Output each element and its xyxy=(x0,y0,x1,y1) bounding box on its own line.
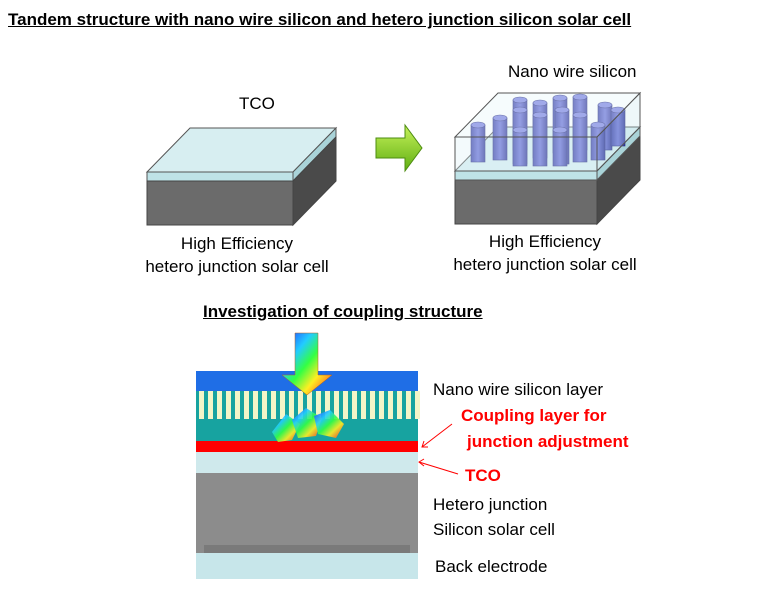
nanowire-cap xyxy=(492,114,508,122)
hetero-label-line1: Hetero junction xyxy=(433,495,548,514)
nanowire-stripe xyxy=(235,391,240,419)
nanowire-stripe xyxy=(388,391,393,419)
back-electrode-label: Back electrode xyxy=(435,557,548,576)
nanowire-stripe xyxy=(298,391,303,419)
nanowire-stripe xyxy=(253,391,258,419)
left-tco-front xyxy=(146,171,294,182)
right-nanowire-label: Nano wire silicon xyxy=(508,62,637,81)
nanowire-cap xyxy=(512,126,528,134)
cross-section xyxy=(196,332,459,579)
left-tco-label: TCO xyxy=(239,94,275,113)
right-substrate-front xyxy=(454,179,598,225)
left-cell xyxy=(145,126,338,227)
nanowire-stripe xyxy=(289,391,294,419)
nanowire-cap xyxy=(552,94,568,102)
coupling-layer xyxy=(196,441,418,452)
nanowire-cap xyxy=(590,121,606,129)
nanowire-stripe xyxy=(325,391,330,419)
light-field-pattern xyxy=(272,408,344,442)
left-substrate-front xyxy=(146,180,294,226)
nanowire-stripe xyxy=(352,391,357,419)
nanowire-stripe xyxy=(244,391,249,419)
nanowire-stripe xyxy=(406,391,411,419)
incident-light-arrow xyxy=(281,332,333,396)
nanowire-stripe xyxy=(397,391,402,419)
nanowire-cap xyxy=(597,101,613,109)
coupling-label-line1: Coupling layer for xyxy=(461,406,607,425)
nanowire-cap xyxy=(552,126,568,134)
nanowire-stripe xyxy=(370,391,375,419)
nanowire-stripe xyxy=(271,391,276,419)
nanowire-cap xyxy=(554,106,570,114)
nanowire-stripe xyxy=(307,391,312,419)
hetero-label-line2: Silicon solar cell xyxy=(433,520,555,539)
tco-label: TCO xyxy=(465,466,501,485)
nanowire-stripe xyxy=(217,391,222,419)
nanowire-box-top xyxy=(453,92,642,138)
coupling-label-line2: junction adjustment xyxy=(467,432,629,451)
nanowire-cap xyxy=(532,111,548,119)
nanowire-cap xyxy=(532,99,548,107)
nanowire-cap xyxy=(572,111,588,119)
tco-layer xyxy=(196,452,418,473)
nanowire-stripe xyxy=(379,391,384,419)
wafer-layer xyxy=(196,473,418,553)
left-cell-label-line2: hetero junction solar cell xyxy=(145,257,329,276)
section-subtitle: Investigation of coupling structure xyxy=(203,302,483,321)
nanowire-cap xyxy=(572,93,588,101)
nanowire-stripe xyxy=(361,391,366,419)
nanowire-stripe xyxy=(343,391,348,419)
nanowire-box-front xyxy=(454,136,598,172)
nanowire-cap xyxy=(470,121,486,129)
back-electrode-layer xyxy=(196,553,418,579)
nanowire-stripe xyxy=(280,391,285,419)
nanowire-stripe xyxy=(316,391,321,419)
nanowire-cap xyxy=(512,106,528,114)
transition-arrow xyxy=(375,123,423,173)
coupling-pointer xyxy=(421,423,453,448)
nanowire-stripe xyxy=(334,391,339,419)
nanowire-stripe xyxy=(208,391,213,419)
left-cell-label-line1: High Efficiency xyxy=(180,234,294,253)
left-substrate-side xyxy=(292,135,337,227)
nanowire-layer-label: Nano wire silicon layer xyxy=(433,380,604,399)
nanowire-stripe xyxy=(415,391,420,419)
right-cell-label-line1: High Efficiency xyxy=(488,232,602,251)
nanowire-cap xyxy=(512,96,528,104)
nanowire-stripe xyxy=(262,391,267,419)
page-title: Tandem structure with nano wire silicon … xyxy=(8,10,632,29)
nanowire-stripe xyxy=(226,391,231,419)
tco-pointer xyxy=(418,461,459,475)
wafer-bottom-edge xyxy=(204,545,410,553)
right-tco-front xyxy=(454,170,598,181)
right-cell xyxy=(453,91,642,226)
nanowire-stripe xyxy=(199,391,204,419)
right-cell-label-line2: hetero junction solar cell xyxy=(453,255,637,274)
